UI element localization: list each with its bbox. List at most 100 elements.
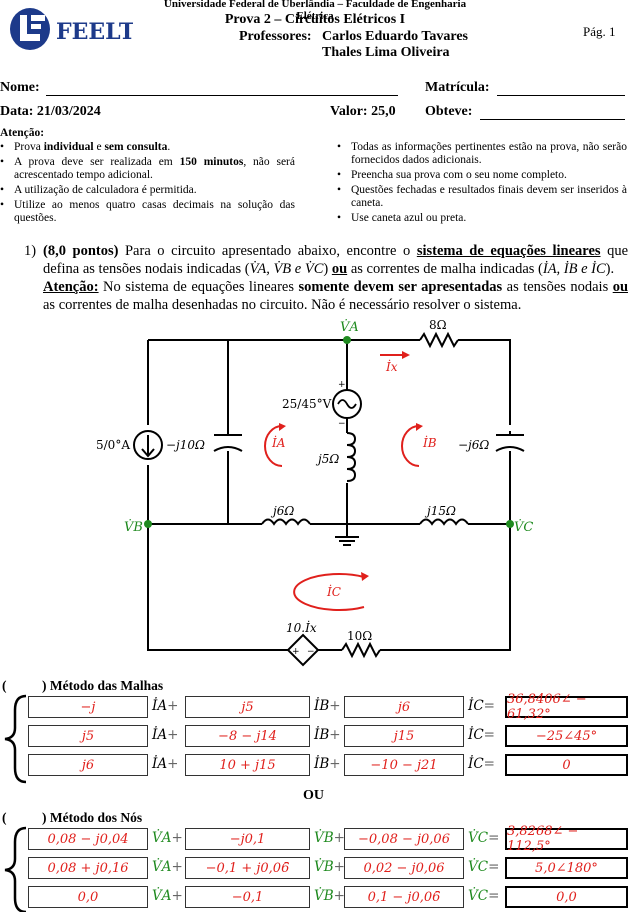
professor-2: Thales Lima Oliveira	[322, 45, 450, 60]
node-coef-r2c3: 0,02 − j0,06	[344, 857, 464, 879]
circuit-diagram: + − V̇A V̇B V̇C 8Ω İx + − 25/45°V 5/0°A …	[96, 318, 533, 667]
mesh-b-arrow-icon	[401, 425, 420, 467]
mesh-var-b: İB+	[314, 756, 341, 772]
feelt-logo: FEELT	[8, 6, 136, 52]
attention-item: Todas as informações pertinentes estão n…	[337, 141, 627, 167]
attention-left: Prova individual e sem consulta. A prova…	[0, 141, 295, 227]
mesh-coef-r1c1: −j	[28, 696, 148, 718]
attention-title: Atenção:	[0, 127, 45, 139]
node-var-c: V̇C=	[468, 888, 500, 904]
node-var-a: V̇A+	[152, 888, 183, 904]
mesh-method-checkbox[interactable]: (	[2, 678, 7, 693]
svg-text:+: +	[338, 380, 346, 390]
mesh-var-a: İA+	[152, 698, 179, 714]
name-field[interactable]	[46, 95, 398, 96]
attention-right: Todas as informações pertinentes estão n…	[337, 141, 627, 227]
attention-item: Preencha sua prova com o seu nome comple…	[337, 169, 627, 182]
svg-text:+: +	[292, 647, 300, 657]
resistor-8	[419, 331, 459, 349]
mesh-rhs-r2: −25∠45°	[505, 725, 628, 747]
node-var-b: V̇B+	[314, 859, 345, 875]
mesh-coef-r2c1: j5	[28, 725, 148, 747]
node-var-b: V̇B+	[314, 888, 345, 904]
svg-text:V̇A: V̇A	[340, 319, 359, 335]
matricula-label: Matrícula:	[425, 80, 490, 95]
mesh-c-arrow-icon	[293, 573, 365, 611]
mesh-var-c: İC=	[468, 727, 495, 743]
mesh-rhs-r3: 0	[505, 754, 628, 776]
mesh-coef-r1c2: j5	[185, 696, 310, 718]
node-var-c: V̇C=	[468, 830, 500, 846]
mesh-var-b: İB+	[314, 727, 341, 743]
node-method-checkbox[interactable]: (	[2, 810, 7, 825]
node-rhs-r1: 3,8268∠ − 112,5°	[505, 824, 628, 854]
node-coef-r3c3: 0,1 − j0,06̄	[344, 886, 464, 908]
mesh-a-arrow-icon	[264, 425, 283, 467]
inductor-j6	[261, 518, 311, 526]
exam-title: Prova 2 – Circuitos Elétricos I	[224, 12, 406, 27]
node-var-a: V̇A+	[152, 859, 183, 875]
mesh-coef-r1c3: j6	[344, 696, 464, 718]
attention-item: A prova deve ser realizada em 150 minuto…	[0, 156, 295, 182]
question-text: (8,0 pontos) Para o circuito apresentado…	[43, 243, 628, 313]
svg-text:j15Ω: j15Ω	[424, 504, 456, 518]
node-coef-r2c2: −0,1 + j0,06̄	[185, 857, 310, 879]
or-label: OU	[303, 788, 324, 803]
attention-item: A utilização de calculadora é permitida.	[0, 184, 295, 197]
svg-text:V̇C: V̇C	[514, 519, 533, 535]
svg-text:5/0°A: 5/0°A	[96, 438, 130, 452]
professors-label: Professores:	[239, 29, 312, 44]
node-var-b: V̇B+	[314, 830, 345, 846]
mesh-rhs-r1: 36,8406∠ − 61,32°	[505, 692, 628, 722]
inductor-j5	[346, 432, 357, 482]
mesh-coef-r3c3: −10 − j21	[344, 754, 464, 776]
question-number: 1)	[24, 243, 37, 259]
mesh-coef-r2c2: −8 − j14	[185, 725, 310, 747]
node-brace-icon	[4, 826, 27, 912]
date-label: Data: 21/03/2024	[0, 104, 101, 119]
mesh-coef-r3c1: j6	[28, 754, 148, 776]
svg-text:10.İx: 10.İx	[286, 620, 317, 635]
mesh-brace-icon	[4, 694, 27, 784]
logo-text: FEELT	[56, 19, 133, 45]
feelt-logo-icon: FEELT	[10, 8, 136, 50]
attention-item: Prova individual e sem consulta.	[0, 141, 295, 154]
node-c-icon	[506, 520, 514, 528]
svg-text:j5Ω: j5Ω	[315, 452, 339, 466]
attention-item: Questões fechadas e resultados finais de…	[337, 184, 627, 210]
obteve-label: Obteve:	[425, 104, 473, 119]
node-rhs-r3: 0,0	[505, 886, 628, 908]
mesh-var-b: İB+	[314, 698, 341, 714]
name-label: Nome:	[0, 80, 40, 95]
node-var-a: V̇A+	[152, 830, 183, 846]
attention-item: Use caneta azul ou preta.	[337, 212, 627, 225]
mesh-method-title: ) Método das Malhas	[42, 678, 164, 693]
matricula-field[interactable]	[497, 95, 625, 96]
obteve-field[interactable]	[480, 119, 625, 120]
svg-text:8Ω: 8Ω	[429, 318, 447, 332]
svg-text:İx: İx	[385, 359, 398, 374]
inductor-j15	[419, 518, 469, 526]
node-coef-r1c3: −0,08 − j0,06	[344, 828, 464, 850]
node-coef-r3c2: −0,1	[185, 886, 310, 908]
resistor-10	[341, 641, 381, 659]
svg-text:−: −	[307, 647, 315, 657]
node-coef-r2c1: 0,08 + j0,16	[28, 857, 148, 879]
node-var-c: V̇C=	[468, 859, 500, 875]
mesh-var-a: İA+	[152, 756, 179, 772]
svg-text:10Ω: 10Ω	[347, 629, 372, 643]
svg-text:V̇B: V̇B	[124, 519, 143, 535]
node-a-icon	[343, 336, 351, 344]
mesh-var-a: İA+	[152, 727, 179, 743]
mesh-coef-r2c3: j15	[344, 725, 464, 747]
svg-text:25/45°V: 25/45°V	[282, 397, 332, 411]
mesh-var-c: İC=	[468, 756, 495, 772]
svg-text:−: −	[338, 419, 346, 429]
svg-text:İA: İA	[271, 435, 286, 450]
page-number: Pág. 1	[583, 24, 616, 39]
node-b-icon	[144, 520, 152, 528]
node-coef-r3c1: 0,0	[28, 886, 148, 908]
node-rhs-r2: 5,0∠180°	[505, 857, 628, 879]
value-label: Valor: 25,0	[330, 104, 396, 119]
mesh-coef-r3c2: 10 + j15	[185, 754, 310, 776]
